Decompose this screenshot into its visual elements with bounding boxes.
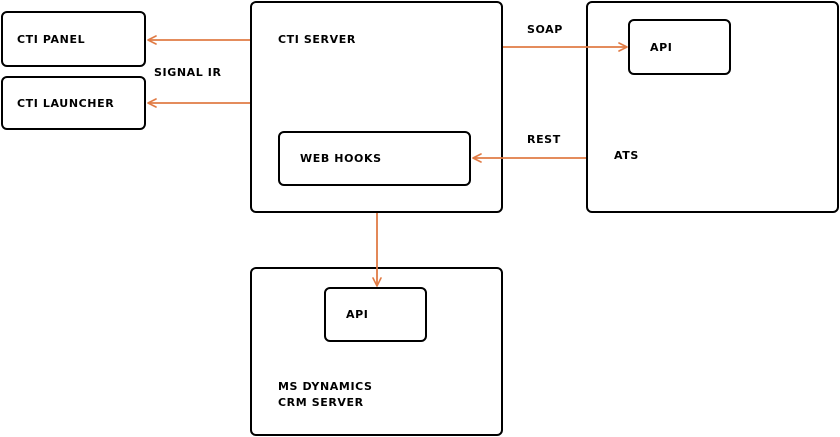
crm-api-label: API	[346, 308, 369, 321]
signal-ir-label: SIGNAL IR	[154, 66, 222, 79]
rest-label: REST	[527, 133, 561, 146]
web-hooks-label: WEB HOOKS	[300, 152, 382, 165]
cti-panel-label: CTI PANEL	[17, 33, 86, 46]
crm-api-box	[324, 287, 427, 342]
soap-label: SOAP	[527, 23, 563, 36]
cti-launcher-box	[1, 76, 146, 130]
cti-launcher-label: CTI LAUNCHER	[17, 97, 115, 110]
ats-api-box	[628, 19, 731, 75]
cti-server-label: CTI SERVER	[278, 33, 356, 46]
cti-panel-box	[1, 11, 146, 67]
web-hooks-box	[278, 131, 471, 186]
crm-name-line1: MS DYNAMICS	[278, 380, 373, 393]
ats-api-label: API	[650, 41, 673, 54]
ats-label: ATS	[614, 149, 639, 162]
crm-name-line2: CRM SERVER	[278, 396, 364, 409]
